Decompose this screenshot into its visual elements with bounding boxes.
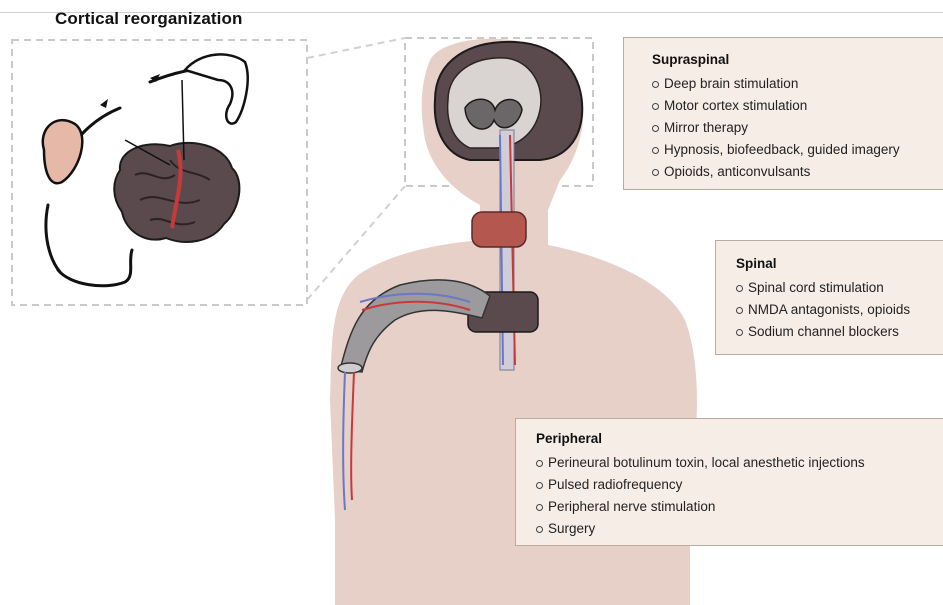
list-item: Hypnosis, biofeedback, guided imagery xyxy=(652,139,943,161)
list-item: Motor cortex stimulation xyxy=(652,95,943,117)
list-item: Sodium channel blockers xyxy=(736,321,943,343)
list-item: Deep brain stimulation xyxy=(652,73,943,95)
panel-supraspinal-heading: Supraspinal xyxy=(652,52,943,67)
arm-stump xyxy=(338,363,362,373)
list-item: Mirror therapy xyxy=(652,117,943,139)
list-item: Surgery xyxy=(536,518,943,540)
brain-white-matter xyxy=(448,58,541,148)
list-item: Pulsed radiofrequency xyxy=(536,474,943,496)
list-item: Opioids, anticonvulsants xyxy=(652,161,943,183)
homunculus-face xyxy=(43,120,83,183)
list-item: Perineural botulinum toxin, local anesth… xyxy=(536,452,943,474)
panel-supraspinal: Supraspinal Deep brain stimulation Motor… xyxy=(623,37,943,190)
panel-supraspinal-list: Deep brain stimulation Motor cortex stim… xyxy=(652,73,943,183)
panel-spinal-list: Spinal cord stimulation NMDA antagonists… xyxy=(736,277,943,343)
list-item: Peripheral nerve stimulation xyxy=(536,496,943,518)
brainstem-section xyxy=(472,212,526,247)
panel-peripheral-list: Perineural botulinum toxin, local anesth… xyxy=(536,452,943,540)
homunculus-hand xyxy=(185,54,248,123)
list-item: Spinal cord stimulation xyxy=(736,277,943,299)
panel-spinal: Spinal Spinal cord stimulation NMDA anta… xyxy=(715,240,943,355)
list-item: NMDA antagonists, opioids xyxy=(736,299,943,321)
panel-peripheral-heading: Peripheral xyxy=(536,431,943,446)
panel-spinal-heading: Spinal xyxy=(736,256,943,271)
panel-peripheral: Peripheral Perineural botulinum toxin, l… xyxy=(515,418,943,546)
arrow-icon xyxy=(100,74,160,108)
